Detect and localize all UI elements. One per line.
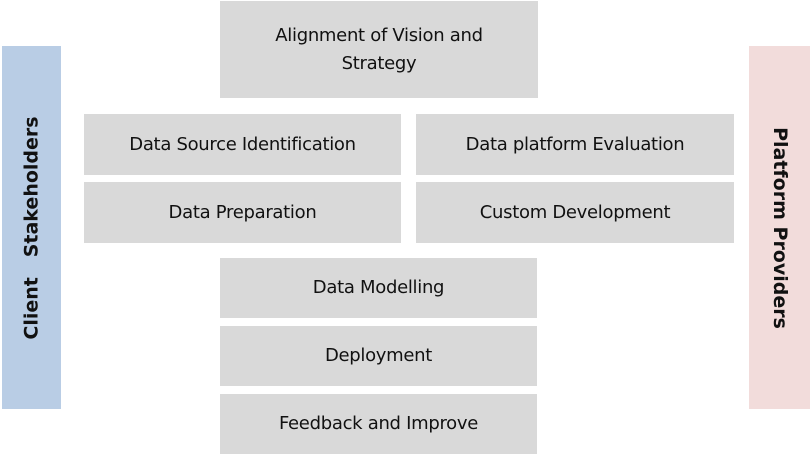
step-feedback-and-improve: Feedback and Improve	[220, 394, 537, 454]
platform-providers-bar: Platform Providers	[749, 46, 810, 409]
step-data-modelling: Data Modelling	[220, 258, 537, 318]
step-deployment: Deployment	[220, 326, 537, 386]
step-data-platform-evaluation: Data platform Evaluation	[416, 114, 734, 175]
step-custom-development: Custom Development	[416, 182, 734, 243]
platform-providers-label: Platform Providers	[768, 126, 791, 329]
step-data-source-identification: Data Source Identification	[84, 114, 401, 175]
step-data-preparation: Data Preparation	[84, 182, 401, 243]
client-stakeholders-bar: Client Stakeholders	[2, 46, 61, 409]
step-vision-alignment: Alignment of Vision and Strategy	[220, 1, 538, 98]
client-stakeholders-label: Client Stakeholders	[20, 115, 43, 340]
